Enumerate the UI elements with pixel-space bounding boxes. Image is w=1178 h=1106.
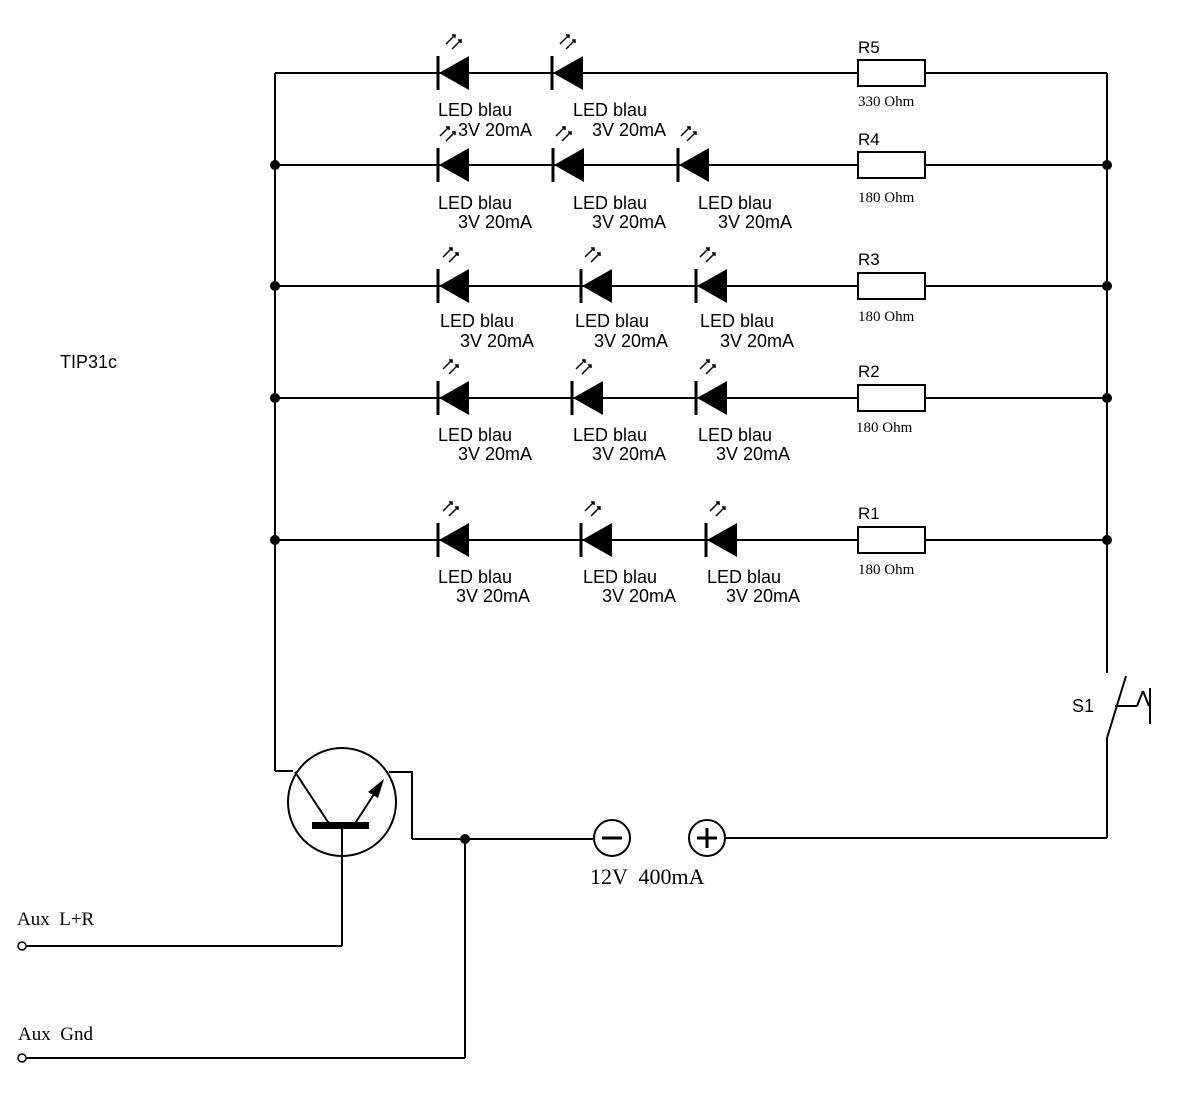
resistor-r2: R2 180 Ohm: [856, 362, 926, 436]
switch-label: S1: [1072, 696, 1094, 716]
led-r1-3: LED blau 3V 20mA: [704, 501, 800, 606]
resistor-value: 180 Ohm: [858, 309, 915, 325]
resistor-value: 180 Ohm: [858, 562, 915, 578]
led-spec: 3V 20mA: [594, 331, 668, 351]
junction-dots: [270, 160, 1112, 844]
led-spec: 3V 20mA: [716, 444, 790, 464]
led-name: LED blau: [438, 425, 512, 445]
aux-signal-label: Aux L+R: [17, 909, 95, 930]
led-name: LED blau: [438, 193, 512, 213]
row-wires: [275, 72, 1107, 541]
resistor-value: 180 Ohm: [856, 420, 913, 436]
resistor-name: R1: [858, 504, 880, 523]
resistor-name: R5: [858, 38, 880, 57]
led-spec: 3V 20mA: [460, 331, 534, 351]
led-spec: 3V 20mA: [456, 586, 530, 606]
led-name: LED blau: [438, 567, 512, 587]
resistor-name: R2: [858, 362, 880, 381]
led-r3-3: LED blau 3V 20mA: [694, 247, 794, 351]
positive-wiring: [725, 738, 1108, 839]
led-r2-3: LED blau 3V 20mA: [694, 359, 790, 464]
resistor-r5: R5 330 Ohm: [857, 38, 926, 110]
battery-plus-terminal: [688, 819, 726, 857]
aux-signal-input: Aux L+R: [17, 909, 342, 951]
led-spec: 3V 20mA: [458, 120, 532, 140]
led-spec: 3V 20mA: [592, 120, 666, 140]
led-r1-2: LED blau 3V 20mA: [579, 501, 676, 606]
resistor-r3: R3 180 Ohm: [857, 250, 926, 325]
led-r5-1: LED blau 3V 20mA: [436, 34, 532, 140]
resistor-value: 180 Ohm: [858, 190, 915, 206]
aux-ground-label: Aux Gnd: [18, 1024, 93, 1045]
led-r3-2: LED blau 3V 20mA: [575, 247, 668, 351]
led-r4-2: LED blau 3V 20mA: [551, 126, 666, 232]
led-r3-1: LED blau 3V 20mA: [436, 247, 534, 351]
led-spec: 3V 20mA: [720, 331, 794, 351]
led-name: LED blau: [698, 193, 772, 213]
led-r2-1: LED blau 3V 20mA: [436, 359, 532, 464]
led-name: LED blau: [698, 425, 772, 445]
led-name: LED blau: [575, 311, 649, 331]
battery-label: 12V 400mA: [590, 864, 705, 889]
resistor-r4: R4 180 Ohm: [857, 130, 926, 206]
led-r2-2: LED blau 3V 20mA: [570, 359, 666, 464]
led-r1-1: LED blau 3V 20mA: [436, 501, 530, 606]
led-name: LED blau: [440, 311, 514, 331]
led-r4-3: LED blau 3V 20mA: [676, 126, 792, 232]
resistor-name: R3: [858, 250, 880, 269]
resistor-r1: R1 180 Ohm: [857, 504, 926, 578]
led-spec: 3V 20mA: [726, 586, 800, 606]
battery-minus-terminal: [593, 819, 631, 857]
led-spec: 3V 20mA: [592, 212, 666, 232]
led-name: LED blau: [700, 311, 774, 331]
led-spec: 3V 20mA: [458, 212, 532, 232]
led-r5-2: LED blau 3V 20mA: [550, 34, 666, 140]
switch-s1: S1: [1072, 670, 1151, 739]
aux-ground-input: Aux Gnd: [17, 1024, 465, 1063]
resistor-name: R4: [858, 130, 880, 149]
led-spec: 3V 20mA: [458, 444, 532, 464]
led-name: LED blau: [707, 567, 781, 587]
led-r4-1: LED blau 3V 20mA: [436, 126, 532, 232]
led-spec: 3V 20mA: [592, 444, 666, 464]
transistor-label: TIP31c: [60, 352, 117, 372]
led-name: LED blau: [573, 100, 647, 120]
led-spec: 3V 20mA: [602, 586, 676, 606]
led-name: LED blau: [573, 193, 647, 213]
emitter-wiring: [411, 771, 593, 1058]
led-name: LED blau: [573, 425, 647, 445]
led-name: LED blau: [583, 567, 657, 587]
led-name: LED blau: [438, 100, 512, 120]
led-spec: 3V 20mA: [718, 212, 792, 232]
transistor-symbol: [275, 747, 412, 946]
resistor-value: 330 Ohm: [858, 94, 915, 110]
